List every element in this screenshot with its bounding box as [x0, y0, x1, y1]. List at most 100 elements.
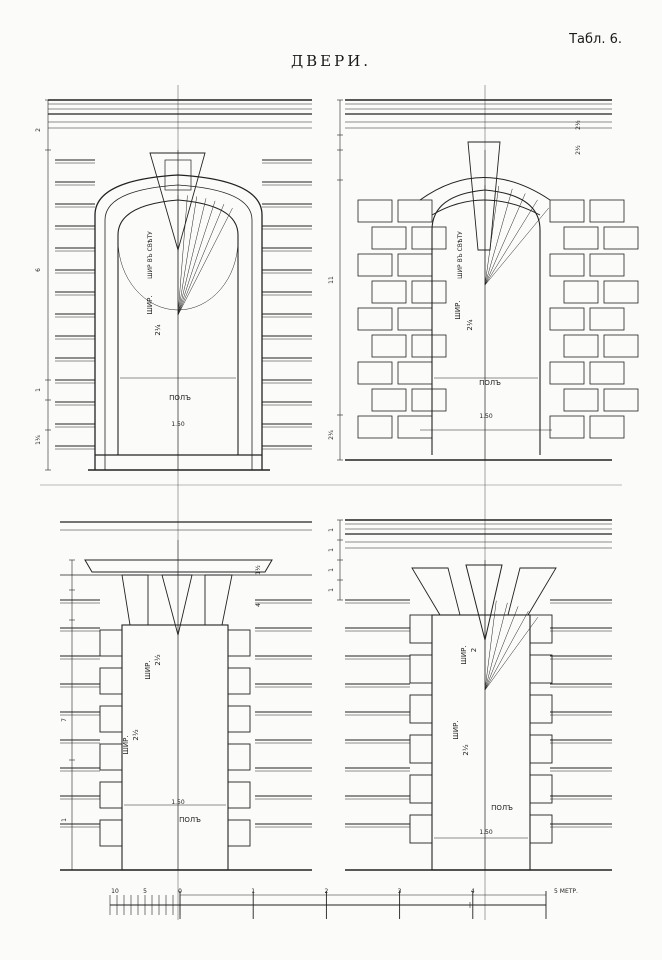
quoin-stone: [529, 614, 553, 644]
width-label: ШИР.: [454, 300, 462, 319]
width-label: ШИР.: [460, 645, 468, 664]
dimension-label: 2¼: [328, 430, 335, 440]
construction-line: [484, 207, 549, 286]
ratio-label: 2½: [132, 729, 140, 740]
rustication-block: [563, 226, 599, 250]
keystone-wedge: [161, 574, 193, 636]
quoin-stone: [529, 654, 553, 684]
rustication-block: [397, 415, 433, 439]
floor-label: ПОЛЪ: [491, 804, 513, 812]
construction-line: [484, 611, 529, 691]
door-hood: [84, 559, 273, 573]
floor-label: ПОЛЪ: [169, 394, 191, 402]
rustication-block: [357, 361, 393, 385]
keystone-wedge: [149, 152, 206, 252]
dimension-label: 1: [328, 528, 335, 532]
construction-line: [177, 200, 216, 316]
rustication-block: [411, 280, 447, 304]
dimension-label: 1: [35, 388, 42, 392]
rustication-block: [603, 388, 639, 412]
quoin-stone: [99, 705, 123, 733]
quoin-stone: [227, 819, 251, 847]
ratio-label: 2½: [462, 744, 470, 755]
rustication-block: [371, 334, 407, 358]
quoin-stone: [99, 819, 123, 847]
keystone-wedge: [467, 141, 501, 251]
construction-line: [177, 198, 207, 316]
dimension-label: 4: [255, 603, 262, 607]
scale-label: 4: [471, 888, 475, 895]
quoin-stone: [529, 814, 553, 844]
quoin-stone: [409, 814, 433, 844]
rustication-block: [397, 199, 433, 223]
rustication-block: [371, 226, 407, 250]
quoin-stone: [529, 734, 553, 764]
floor-label: ПОЛЪ: [479, 379, 501, 387]
rustication-block: [411, 226, 447, 250]
quoin-stone: [409, 734, 433, 764]
dimension-label: 1: [328, 548, 335, 552]
construction-line: [177, 204, 225, 316]
quoin-stone: [227, 743, 251, 771]
construction-line: [484, 602, 508, 691]
rustication-block: [563, 388, 599, 412]
rustication-block: [397, 253, 433, 277]
construction-line: [484, 193, 526, 286]
quoin-stone: [409, 614, 433, 644]
arch-width-label: ШИР ВЪ СВѢТУ: [457, 231, 464, 279]
quoin-stone: [99, 629, 123, 657]
quoin-stone: [99, 667, 123, 695]
width-label: ШИР.: [146, 295, 154, 314]
scale-label: 0: [178, 888, 182, 895]
quoin-stone: [409, 774, 433, 804]
voussoir-right: [507, 567, 557, 616]
width-label: ШИР.: [144, 660, 152, 679]
quoin-stone: [529, 694, 553, 724]
scale-label: 10: [111, 888, 119, 895]
rustication-block: [603, 280, 639, 304]
quoin-stone: [227, 667, 251, 695]
rustication-block: [603, 226, 639, 250]
ratio-label: 2¼: [154, 324, 162, 335]
rustication-block: [563, 280, 599, 304]
quoin-stone: [529, 774, 553, 804]
plate-number: Табл. 6.: [569, 32, 622, 47]
rustication-block: [357, 307, 393, 331]
dimension-label: 2½: [575, 120, 582, 130]
dimension-label: 1: [61, 818, 68, 822]
keystone-wedge: [465, 564, 503, 641]
scale-label: 5 МЕТР.: [554, 888, 578, 895]
construction-line: [484, 600, 497, 691]
rustication-block: [549, 199, 585, 223]
quoin-stone: [99, 781, 123, 809]
dimension-label: 1: [328, 588, 335, 592]
page-title: ДВЕРИ.: [290, 52, 372, 70]
rustication-block: [357, 253, 393, 277]
arch-extrados: [419, 177, 551, 201]
ratio-label: 2¼: [466, 319, 474, 330]
door-opening: [121, 624, 229, 871]
rustication-block: [549, 361, 585, 385]
quoin-stone: [409, 654, 433, 684]
console-bracket: [204, 574, 233, 626]
dimension-label: 7: [61, 718, 68, 722]
scale-label: 2: [324, 888, 328, 895]
span-label: 1.50: [479, 829, 493, 836]
rustication-block: [397, 307, 433, 331]
scale-label: 5: [143, 888, 147, 895]
ratio-label: 2½: [154, 654, 162, 665]
arch-intrados: [431, 199, 541, 216]
rustication-block: [549, 307, 585, 331]
width-label: ШИР.: [452, 720, 460, 739]
dimension-label: 2: [35, 128, 42, 132]
width-label: ШИР.: [122, 735, 130, 754]
voussoir-left: [411, 567, 461, 616]
dimension-label: 2½: [575, 145, 582, 155]
quoin-stone: [409, 694, 433, 724]
